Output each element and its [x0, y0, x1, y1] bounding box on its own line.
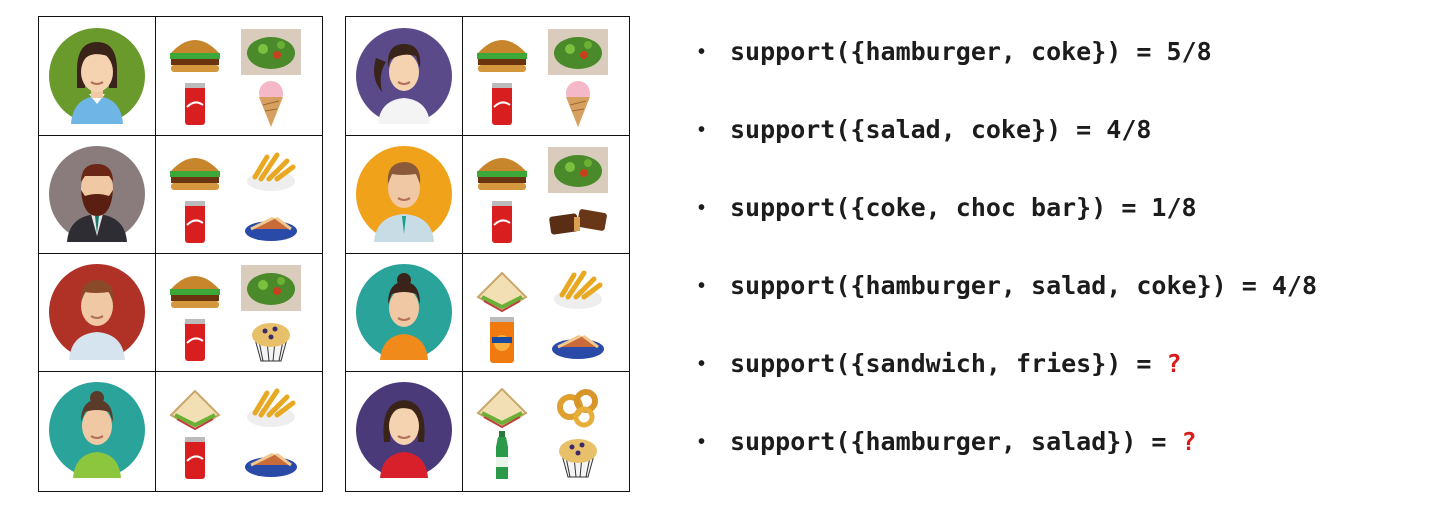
salad-icon: [548, 147, 608, 193]
woman-avatar-icon: [356, 382, 452, 478]
woman-avatar-icon: [356, 264, 452, 360]
bullet-item: •support({hamburger, coke}) = 5/8: [698, 20, 1317, 98]
onion-rings-icon: [557, 389, 598, 428]
bullet-dot-icon: •: [698, 197, 706, 219]
bullet-dot-icon: •: [698, 119, 706, 141]
pie-icon: [245, 208, 297, 241]
coke-icon: [185, 319, 205, 361]
man-avatar-icon: [356, 146, 452, 242]
ice-cream-icon: [259, 81, 283, 127]
pie-icon: [552, 326, 604, 359]
support-bullet-list: •support({hamburger, coke}) = 5/8 •suppo…: [698, 20, 1317, 488]
coke-icon: [185, 437, 205, 479]
coke-icon: [185, 83, 205, 125]
bullet-item: •support({salad, coke}) = 4/8: [698, 98, 1317, 176]
bullet-item: •support({hamburger, salad, coke}) = 4/8: [698, 254, 1317, 332]
bullet-item: •support({coke, choc bar}) = 1/8: [698, 176, 1317, 254]
coke-icon: [492, 83, 512, 125]
sandwich-icon: [476, 387, 528, 429]
ice-cream-icon: [566, 81, 590, 127]
bullet-dot-icon: •: [698, 275, 706, 297]
bullet-item: •support({hamburger, salad}) = ?: [698, 410, 1317, 488]
row-divider: [346, 253, 629, 254]
row-divider: [39, 253, 322, 254]
coke-icon: [185, 201, 205, 243]
items-column: [464, 17, 629, 491]
woman-avatar-icon: [49, 382, 145, 478]
row-divider: [39, 135, 322, 136]
row-divider: [346, 135, 629, 136]
hamburger-icon: [477, 158, 527, 190]
sandwich-icon: [476, 271, 528, 313]
muffin-icon: [559, 439, 597, 478]
bullet-dot-icon: •: [698, 431, 706, 453]
coke-icon: [492, 201, 512, 243]
fries-icon: [247, 388, 296, 427]
bullet-dot-icon: •: [698, 41, 706, 63]
question-mark: ?: [1166, 349, 1182, 378]
salad-icon: [241, 265, 301, 311]
pie-icon: [245, 444, 297, 477]
salad-icon: [241, 29, 301, 75]
hamburger-icon: [170, 158, 220, 190]
muffin-icon: [252, 323, 290, 362]
man-avatar-icon: [49, 264, 145, 360]
salad-icon: [548, 29, 608, 75]
hamburger-icon: [170, 40, 220, 72]
hamburger-icon: [477, 40, 527, 72]
ponytail-woman-avatar-icon: [356, 28, 452, 124]
items-column: [157, 17, 322, 491]
fries-icon: [554, 270, 603, 309]
sandwich-icon: [169, 389, 221, 431]
chocolate-bar-icon: [549, 209, 607, 235]
fries-icon: [247, 152, 296, 191]
transactions-table-right: [345, 16, 630, 492]
row-divider: [346, 371, 629, 372]
bullet-item: •support({sandwich, fries}) = ?: [698, 332, 1317, 410]
people-column: [39, 17, 156, 491]
woman-avatar-icon: [49, 28, 145, 124]
people-column: [346, 17, 463, 491]
transactions-table-left: [38, 16, 323, 492]
fanta-icon: [490, 317, 514, 363]
row-divider: [39, 371, 322, 372]
bearded-man-avatar-icon: [49, 146, 145, 242]
hamburger-icon: [170, 276, 220, 308]
bullet-dot-icon: •: [698, 353, 706, 375]
water-bottle-icon: [496, 431, 508, 479]
question-mark: ?: [1181, 427, 1197, 456]
